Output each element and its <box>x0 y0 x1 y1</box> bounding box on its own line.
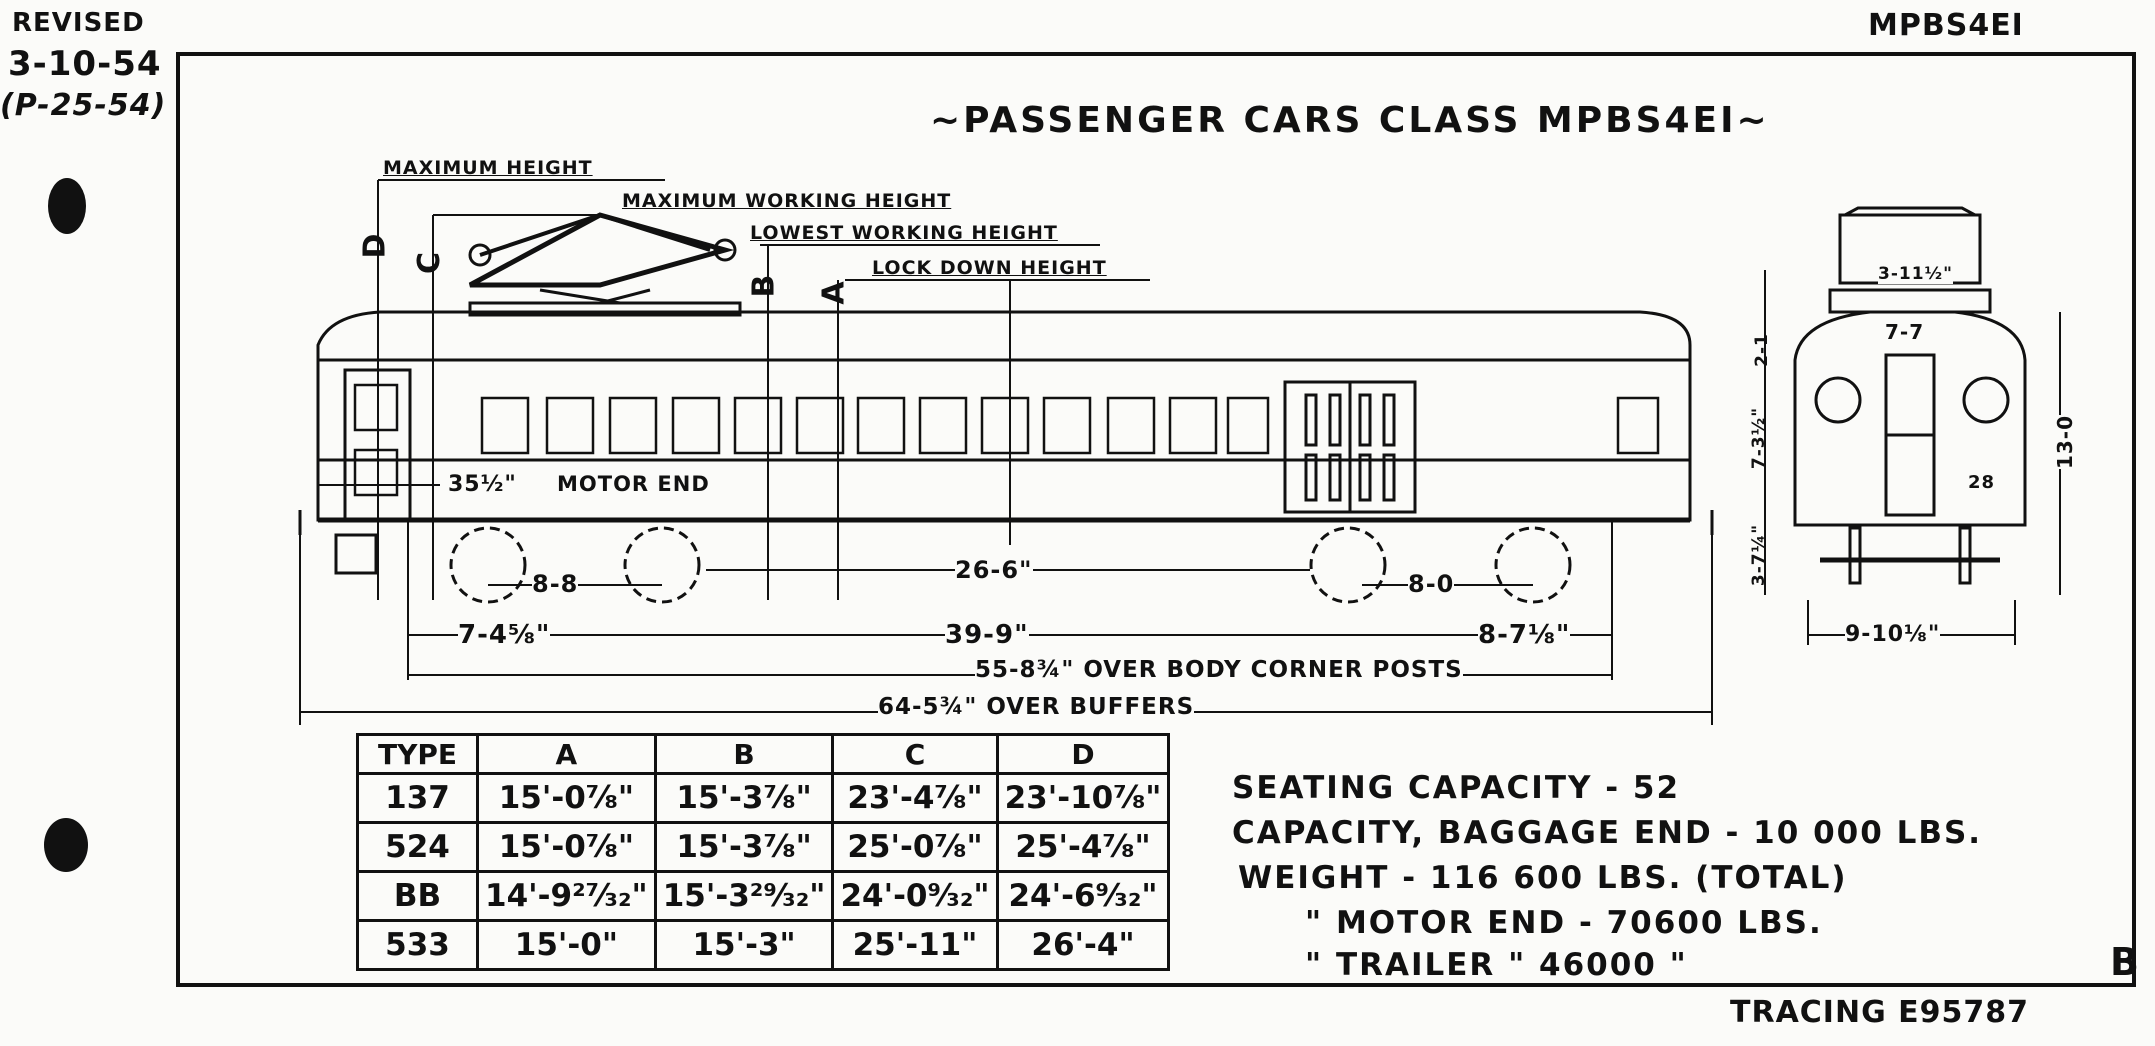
table-cell: 25'-4⅞" <box>995 821 1171 873</box>
table-cell: 24'-6⁹⁄₃₂" <box>995 870 1171 922</box>
table-cell: 15'-0⅞" <box>476 821 657 873</box>
table-header: A <box>476 733 657 775</box>
revised-label: REVISED <box>12 8 145 38</box>
table-cell: 533 <box>356 919 479 971</box>
table-header: B <box>653 733 835 775</box>
table-row: 533 15'-0" 15'-3" 25'-11" 26'-4" <box>356 919 1171 971</box>
seating-capacity: SEATING CAPACITY - 52 <box>1232 770 1681 806</box>
table-cell: 137 <box>356 772 479 824</box>
weight-total: WEIGHT - 116 600 LBS. (TOTAL) <box>1238 860 1848 896</box>
ink-blot <box>48 178 86 234</box>
end-view <box>1764 206 2061 645</box>
table-cell: 15'-3⅞" <box>653 821 835 873</box>
table-header-row: TYPE A B C D <box>356 733 1171 775</box>
pantograph <box>468 212 742 317</box>
height-letter-c: C <box>412 250 448 275</box>
table-header: TYPE <box>356 733 479 775</box>
table-cell: 25'-11" <box>831 919 999 971</box>
type-dimension-table: TYPE A B C D 137 15'-0⅞" 15'-3⅞" 23'-4⅞"… <box>356 733 1171 971</box>
dim-7-3: 7-3½" <box>1749 406 1770 470</box>
label-maximum-working-height: MAXIMUM WORKING HEIGHT <box>622 190 952 212</box>
dim-39-9: 39-9" <box>945 620 1029 650</box>
table-cell: BB <box>356 870 479 922</box>
table-header: C <box>831 733 999 775</box>
sheet-code: MPBS4EI <box>1868 8 2024 43</box>
dim-8-7: 8-7⅛" <box>1478 620 1571 650</box>
side-windows <box>353 383 1660 497</box>
revised-reference: (P-25-54) <box>0 88 167 123</box>
table-cell: 24'-0⁹⁄₃₂" <box>831 870 999 922</box>
dim-26-6: 26-6" <box>955 556 1033 584</box>
height-lines <box>377 179 1150 600</box>
dim-2-1: 2-1 <box>1751 333 1772 367</box>
table-cell: 15'-3" <box>653 919 835 971</box>
dim-3-7: 3-7¼" <box>1749 523 1770 587</box>
table-cell: 15'-3⅞" <box>653 772 835 824</box>
tracing-number: TRACING E95787 <box>1730 995 2029 1030</box>
table-cell: 23'-10⅞" <box>995 772 1171 824</box>
label-lowest-working-height: LOWEST WORKING HEIGHT <box>750 222 1058 244</box>
baggage-capacity: CAPACITY, BAGGAGE END - 10 000 LBS. <box>1232 815 1983 851</box>
dim-35: 35½" <box>448 472 517 497</box>
table-row: 524 15'-0⅞" 15'-3⅞" 25'-0⅞" 25'-4⅞" <box>356 821 1171 873</box>
motor-end-label: MOTOR END <box>557 472 710 496</box>
label-maximum-height: MAXIMUM HEIGHT <box>383 157 593 179</box>
dim-28: 28 <box>1968 472 1996 493</box>
height-letter-d: D <box>357 232 393 259</box>
car-body <box>316 310 1692 523</box>
table-row: BB 14'-9²⁷⁄₃₂" 15'-3²⁹⁄₃₂" 24'-0⁹⁄₃₂" 24… <box>356 870 1171 922</box>
table-cell: 15'-0" <box>476 919 657 971</box>
revised-date: 3-10-54 <box>8 44 162 84</box>
dim-8-0: 8-0 <box>1408 570 1455 598</box>
table-cell: 15'-0⅞" <box>476 772 657 824</box>
dim-8-8: 8-8 <box>532 570 579 598</box>
table-cell: 14'-9²⁷⁄₃₂" <box>476 870 657 922</box>
table-cell: 524 <box>356 821 479 873</box>
table-cell: 25'-0⅞" <box>831 821 999 873</box>
dim-3-11: 3-11½" <box>1878 264 1953 284</box>
ink-blot <box>44 818 88 872</box>
dim-9-10: 9-10⅛" <box>1845 622 1941 647</box>
dim-55-8: 55-8¾" OVER BODY CORNER POSTS <box>975 657 1463 683</box>
table-header: D <box>995 733 1171 775</box>
table-row: 137 15'-0⅞" 15'-3⅞" 23'-4⅞" 23'-10⅞" <box>356 772 1171 824</box>
table-cell: 26'-4" <box>995 919 1171 971</box>
label-lock-down-height: LOCK DOWN HEIGHT <box>872 257 1107 279</box>
weight-trailer: " TRAILER " 46000 " <box>1305 947 1688 983</box>
dim-7-7: 7-7 <box>1885 320 1925 344</box>
drawing-title: ~PASSENGER CARS CLASS MPBS4EI~ <box>930 100 1770 141</box>
table-cell: 15'-3²⁹⁄₃₂" <box>653 870 835 922</box>
dim-13-0: 13-0 <box>2053 414 2078 470</box>
drawing-border <box>176 52 2136 987</box>
trucks <box>449 526 1572 604</box>
dim-7-4: 7-4⅝" <box>458 620 551 650</box>
dim-64-5: 64-5¾" OVER BUFFERS <box>878 694 1195 720</box>
height-letter-b: B <box>746 273 782 298</box>
weight-motor-end: " MOTOR END - 70600 LBS. <box>1305 905 1823 941</box>
height-letter-a: A <box>816 280 852 305</box>
table-cell: 23'-4⅞" <box>831 772 999 824</box>
